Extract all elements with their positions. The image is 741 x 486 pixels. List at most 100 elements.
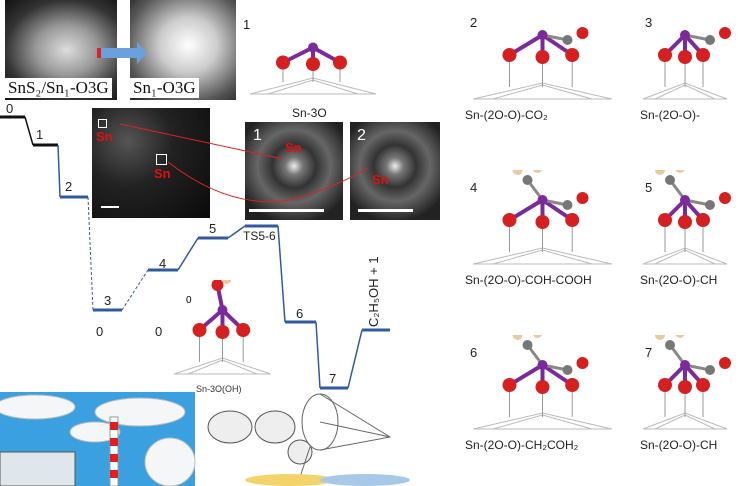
energy-connector — [57, 144, 61, 198]
level-7: 7 — [329, 371, 337, 386]
panel-num: 4 — [470, 180, 478, 195]
oxygen-atom — [678, 50, 692, 64]
oxygen-atom — [565, 48, 580, 62]
carbon-atom — [705, 200, 715, 210]
zoom-image-2 — [350, 122, 440, 220]
oxygen-atom — [719, 192, 731, 204]
zoom-1-num: 1 — [253, 127, 262, 144]
level-4: 4 — [159, 256, 167, 271]
oxygen-atom — [576, 192, 589, 204]
carbon-atom — [665, 175, 675, 185]
zoom-image-1 — [245, 122, 343, 220]
level-5: 5 — [209, 221, 217, 236]
energy-connector — [87, 196, 94, 311]
structure-panel — [642, 335, 731, 430]
sem-caption-left: SnS₂/Sn₁-O3G — [5, 78, 112, 98]
carbon-atom — [705, 35, 715, 45]
hydrogen-atom — [675, 170, 685, 173]
zoom-1-scale-bar — [249, 209, 324, 212]
carbon-atom — [562, 365, 573, 375]
carbon-atom — [705, 365, 715, 375]
tin-atom — [537, 195, 548, 205]
structure-1-label: Sn-3O — [292, 106, 327, 120]
hydrogen-atom — [512, 335, 523, 340]
oxygen-atom — [535, 380, 550, 394]
structure-sn-3o — [249, 42, 377, 95]
level-6: 6 — [296, 306, 304, 321]
level-1: 1 — [36, 127, 44, 142]
tin-atom — [537, 30, 548, 40]
oxygen-atom — [719, 357, 731, 369]
carbon-atom — [522, 175, 533, 185]
hydrogen-atom — [675, 335, 685, 338]
oxygen-atom — [565, 213, 580, 227]
hydrogen-atom — [655, 170, 665, 175]
oxygen-atom — [658, 378, 672, 392]
structure-sn-3o-oh — [174, 280, 271, 375]
level-product: C₂H₅OH + 1 — [366, 256, 381, 327]
energy-connector — [227, 225, 246, 239]
hydrogen-atom — [655, 335, 665, 340]
panel-num: 6 — [470, 345, 478, 360]
panel-label: Sn-(2O-O)-CH₂COH₂ — [465, 438, 579, 452]
oxygen-atom — [696, 213, 710, 227]
oxygen-atom — [678, 380, 692, 394]
oxygen-atom — [576, 27, 589, 39]
structure-panel — [642, 27, 731, 100]
oxygen-atom — [502, 213, 517, 227]
structure-panel — [473, 335, 612, 430]
oxygen-atom — [565, 378, 580, 392]
oxygen-atom — [696, 48, 710, 62]
panel-label: Sn-(2O-O)-COH-COOH — [465, 273, 592, 287]
carbon-atom — [562, 35, 573, 45]
oxygen-atom — [696, 378, 710, 392]
oxygen-atom — [211, 280, 224, 291]
hydrogen-atom — [512, 170, 523, 175]
carbon-atom — [562, 200, 573, 210]
sem-caption-right: Sn₁-O3G — [130, 78, 199, 98]
hydrogen-atom — [532, 170, 543, 173]
panel-num: 3 — [645, 15, 653, 30]
sn-label-2: Sn — [154, 166, 171, 181]
oxygen-atom — [719, 27, 731, 39]
value-below-4: 0 — [155, 324, 163, 339]
structure-panel — [473, 27, 612, 100]
energy-connector — [277, 225, 286, 323]
structure-panel — [642, 170, 731, 265]
oxygen-atom — [535, 215, 550, 229]
oxygen-atom — [215, 325, 230, 339]
sn-label-1: Sn — [96, 129, 113, 144]
hydrogen-atom — [532, 335, 543, 338]
tin-atom — [680, 195, 690, 205]
level-ts56: TS5-6 — [243, 229, 276, 243]
arrow-head — [137, 42, 147, 64]
oxygen-atom — [306, 57, 320, 71]
tin-atom — [680, 360, 690, 370]
tin-atom — [680, 30, 690, 40]
oxygen-atom — [678, 215, 692, 229]
factory-illustration — [0, 392, 196, 486]
value-below-inset: 0 — [186, 295, 192, 306]
energy-profile — [0, 115, 390, 390]
oxygen-atom — [192, 323, 207, 337]
arrow-icon — [97, 48, 141, 58]
carbon-atom — [522, 340, 533, 350]
oxygen-atom — [276, 55, 290, 70]
level-3: 3 — [104, 293, 112, 308]
panel-label: Sn-(2O-O)-CO₂ — [465, 108, 548, 122]
oxygen-atom — [658, 48, 672, 62]
oxygen-atom — [658, 213, 672, 227]
structure-1-num: 1 — [243, 17, 251, 32]
energy-connector — [347, 329, 363, 389]
energy-connector — [121, 269, 149, 311]
level-2: 2 — [65, 179, 73, 194]
tin-atom — [217, 305, 228, 315]
scale-bar — [101, 206, 119, 208]
oxygen-atom — [535, 50, 550, 64]
hydrogen-atom — [221, 280, 232, 284]
energy-connector — [24, 116, 34, 146]
carbon-atom — [665, 340, 675, 350]
oxygen-atom — [236, 323, 251, 337]
oxygen-atom — [333, 55, 347, 70]
